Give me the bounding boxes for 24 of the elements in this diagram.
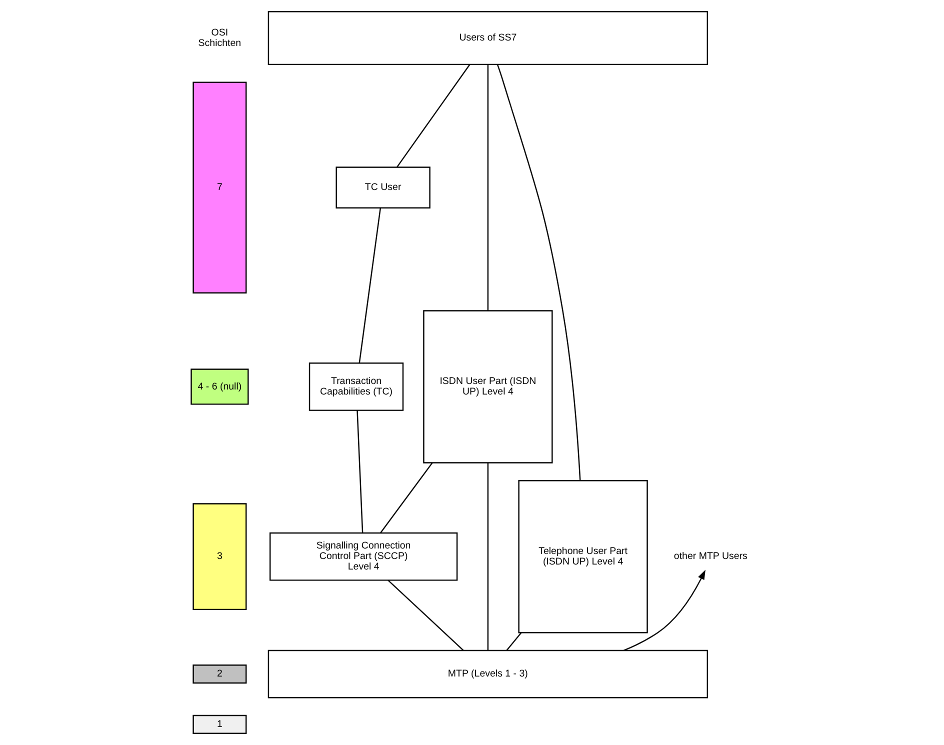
connector [486,64,488,310]
connector [356,410,363,534]
node-box: 4 - 6 (null) [190,368,248,405]
node-box: 2 [192,664,246,684]
connector [496,64,580,481]
node-box: Users of SS7 [267,10,708,66]
node-box: ISDN User Part (ISDN UP) Level 4 [422,310,552,464]
node-text: other MTP Users [673,551,747,562]
node-box: Transaction Capabilities (TC) [308,362,404,411]
connector [396,64,470,168]
label: OSI Schichten [198,27,241,49]
connector [387,580,464,651]
node-box: 3 [192,503,246,610]
connector [506,632,522,651]
connector [486,462,488,650]
connector [380,462,432,534]
node-box: Telephone User Part (ISDN UP) Level 4 [518,480,648,634]
node-box: Signalling Connection Control Part (SCCP) Level 4 [269,532,458,581]
node-box: 7 [192,82,246,294]
node-box: MTP (Levels 1 - 3) [267,650,708,698]
arrow [623,570,705,652]
node-box: TC User [335,166,430,208]
node-box: 1 [192,714,246,734]
connector [358,208,381,364]
